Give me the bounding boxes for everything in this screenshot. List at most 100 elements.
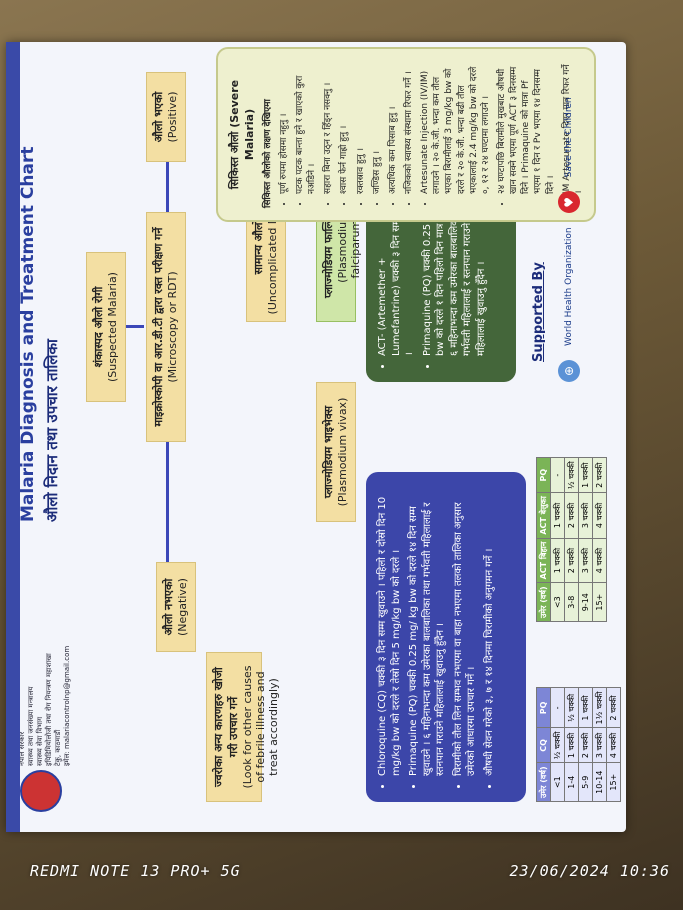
table-cell: 2 चक्की <box>578 727 593 763</box>
table-header: उमेर (वर्ष) <box>536 582 551 622</box>
test-np: माइक्रोस्कोपी वा आर.डी.टी द्वारा रक्त पर… <box>152 227 165 427</box>
table-cell: <1 <box>550 762 565 802</box>
table-cell: 10-14 <box>592 762 607 802</box>
table-cell: 3 चक्की <box>578 538 593 583</box>
table-cell: 2 चक्की <box>564 492 579 539</box>
table-row: 1-4 1 चक्की ½ चक्की <box>564 687 579 802</box>
table-cell: 9-14 <box>578 582 593 622</box>
arrow <box>126 325 144 328</box>
severe-sign: पूर्ण रुपमा होसमा नहुनु । <box>278 61 290 194</box>
test-box: माइक्रोस्कोपी वा आर.डी.टी द्वारा रक्त पर… <box>146 212 186 442</box>
watermark-datetime: 23/06/2024 10:36 <box>509 862 670 880</box>
table-cell: 1 चक्की <box>550 492 565 539</box>
table-cell: 1-4 <box>564 762 579 802</box>
table-header: PQ <box>536 457 551 493</box>
severe-sign: सहारा बिना उठ्न र हिँड्न नसक्नु । <box>322 61 334 194</box>
suspected-en: (Suspected Malaria) <box>106 272 119 382</box>
table-cell: ½ चक्की <box>564 687 579 728</box>
arrow <box>166 162 169 212</box>
negative-box: औलो नभएको (Negative) <box>156 562 196 652</box>
vivax-step: Primaquine (PQ) चक्की 0.25 mg/ kg bw को … <box>407 484 448 777</box>
table-cell: 3 चक्की <box>578 492 593 539</box>
contact-block: नेपाल सरकार स्वास्थ्य तथा जनसंख्या मन्त्… <box>18 566 73 766</box>
who-logo-icon: ⊕ <box>558 360 580 382</box>
table-header: PQ <box>536 687 551 728</box>
poster-edge <box>6 42 20 832</box>
table-cell: <3 <box>550 582 565 622</box>
vivax-treatment-panel: Chloroquine (CQ) चक्की ३ दिन सम्म खुवाउन… <box>366 472 526 802</box>
vivax-box: प्लाज्मोडियम भाइभेक्स (Plasmodium vivax) <box>316 382 356 522</box>
table-header: ACT बेलुका <box>536 492 551 539</box>
contact-line: इपिडिमियोलोजी तथा रोग नियन्त्रण महाशाखा <box>45 653 54 766</box>
table-cell: 3 चक्की <box>592 727 607 763</box>
other-causes-box: ज्वरोका अन्य कारणहरु खोजी गरी उपचार गर्न… <box>206 652 280 802</box>
arrow <box>166 442 169 582</box>
table-row: 15+ 4 चक्की 2 चक्की <box>606 687 621 802</box>
severe-sign: जण्डिस हुनु । <box>371 61 383 194</box>
severe-treatment: Artesunate Injection (IV/IM) लगाउने । २०… <box>419 61 492 194</box>
table-cell: - <box>550 457 565 493</box>
severe-subtitle: सिकिस्त औलोको लक्षण देखिएमा <box>262 99 273 208</box>
contact-line: इमेल: malariacontrolnp@gmail.com <box>63 645 72 766</box>
contact-line: स्वास्थ्य सेवा विभाग <box>36 716 45 766</box>
nepal-emblem-icon <box>20 770 62 812</box>
watermark-device: REDMI NOTE 13 PRO+ 5G <box>30 862 241 880</box>
table-cell: - <box>550 687 565 728</box>
suspected-box: शंकास्पद औलो रोगी (Suspected Malaria) <box>86 252 126 402</box>
table-row: <3 1 चक्की 1 चक्की - <box>550 457 565 622</box>
positive-en: (Positive) <box>166 91 179 143</box>
negative-np: औलो नभएको <box>162 578 175 636</box>
vivax-step: औषधी सेवन गरेको ३, ७ र १४ दिनमा चिरामीको… <box>483 484 497 776</box>
table-cell: 4 चक्की <box>592 538 607 583</box>
table-cell: 3-8 <box>564 582 579 622</box>
other-causes-en: (Look for other causes of febrile illnes… <box>241 665 280 789</box>
table-cell: 1 चक्की <box>578 687 593 728</box>
severe-sign: श्वास फेर्न गाह्रो हुनु । <box>338 61 350 194</box>
table-cell: 2 चक्की <box>606 687 621 728</box>
table-row: 9-14 3 चक्की 3 चक्की 1 चक्की <box>578 457 593 622</box>
positive-np: औलो भएको <box>152 91 165 143</box>
table-row: 5-9 2 चक्की 1 चक्की <box>578 687 593 802</box>
title-en: Malaria Diagnosis and Treatment Chart <box>18 146 38 523</box>
poster: नेपाल सरकार स्वास्थ्य तथा जनसंख्या मन्त्… <box>6 42 626 832</box>
table-header: उमेर (वर्ष) <box>536 762 551 802</box>
save-the-children-logo-icon: ♥ <box>558 191 580 214</box>
negative-en: (Negative) <box>176 578 189 636</box>
table-row: 10-14 3 चक्की 1½ चक्की <box>592 687 607 802</box>
table-cell: 1 चक्की <box>578 457 593 493</box>
table-cell: ½ चक्की <box>564 457 579 493</box>
table-row: <1 ½ चक्की - <box>550 687 565 802</box>
supported-by-label: Supported By <box>531 262 546 362</box>
title-np: औलो निदान तथा उपचार तालिका <box>43 339 61 522</box>
table-cell: 15+ <box>606 762 621 802</box>
contact-line: स्वास्थ्य तथा जनसंख्या मन्त्रालय <box>27 686 36 766</box>
save-the-children-label: Save the Children <box>564 97 574 178</box>
table-header: CQ <box>536 727 551 763</box>
table-cell: 5-9 <box>578 762 593 802</box>
table-row: 3-8 2 चक्की 2 चक्की ½ चक्की <box>564 457 579 622</box>
sponsor-logos: ⊕ World Health Organization ♥ Save the C… <box>558 97 580 382</box>
severe-malaria-panel: सिकिस्त औलो (Severe Malaria) सिकिस्त औलो… <box>216 47 596 222</box>
poster-canvas: नेपाल सरकार स्वास्थ्य तथा जनसंख्या मन्त्… <box>6 42 621 822</box>
table-cell: ½ चक्की <box>550 727 565 763</box>
table-header: ACT बिहान <box>536 538 551 583</box>
who-label: World Health Organization <box>564 227 574 346</box>
table-cell: 4 चक्की <box>606 727 621 763</box>
table-cell: 1 चक्की <box>564 727 579 763</box>
table-cell: 2 चक्की <box>564 538 579 583</box>
table-cell: 1½ चक्की <box>592 687 607 728</box>
severe-sign: अत्यधिक कम पिसाब हुनु । <box>387 61 399 194</box>
table-row: 15+ 4 चक्की 4 चक्की 2 चक्की <box>592 457 607 622</box>
severe-sign: रक्तस्राव हुनु । <box>355 61 367 194</box>
other-causes-np: ज्वरोका अन्य कारणहरु खोजी गरी उपचार गर्न… <box>212 667 240 787</box>
camera-watermark: REDMI NOTE 13 PRO+ 5G 23/06/2024 10:36 <box>30 862 670 880</box>
severe-title: सिकिस्त औलो (Severe Malaria) <box>228 79 256 190</box>
vivax-step: चिरामीको तौल लिन सम्भव नभएमा वा बाहा नभए… <box>452 484 479 776</box>
severe-sign: पटक पटक बान्ता हुने र खाएको कुरा नअडिने … <box>294 61 318 194</box>
positive-box: औलो भएको (Positive) <box>146 72 186 162</box>
vivax-np: प्लाज्मोडियम भाइभेक्स <box>322 405 335 499</box>
vivax-dose-table: उमेर (वर्ष) CQ PQ <1 ½ चक्की - 1-4 1 चक्… <box>536 687 621 802</box>
table-cell: 2 चक्की <box>592 457 607 493</box>
vivax-en: (Plasmodium vivax) <box>336 397 349 507</box>
table-cell: 1 चक्की <box>550 538 565 583</box>
